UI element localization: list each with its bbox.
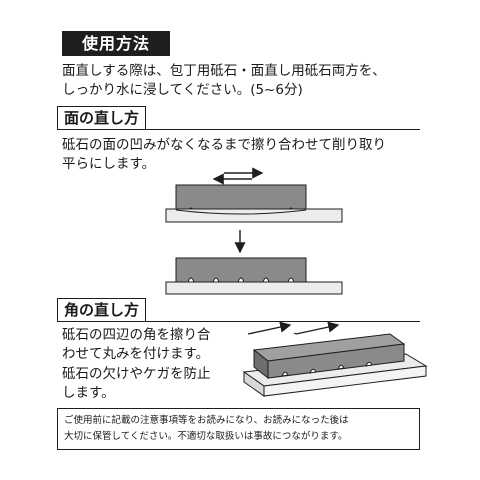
caution-note-line-2: 大切に保管してください。不適切な取扱いは事故につながります。: [64, 431, 348, 442]
face-before-diagram: [165, 167, 343, 223]
caution-note-line-1: ご使用前に記載の注意事項等をお読みになり、お読みになった後は: [64, 415, 349, 426]
double-arrow-icon: [247, 321, 340, 335]
corner-diagram: [242, 321, 428, 397]
lower-stone-flat: [165, 281, 343, 295]
section-corner-line-1: 砥石の四辺の角を擦り合: [62, 327, 211, 343]
section-face-line-2: 平らにします。: [62, 156, 156, 172]
section-corner-line-4: します。: [62, 385, 115, 401]
caution-note: ご使用前に記載の注意事項等をお読みになり、お読みになった後は 大切に保管してくだ…: [57, 408, 420, 450]
face-after-diagram: [165, 257, 343, 295]
intro-line-2: しっかり水に浸してください。(5~6分): [62, 82, 303, 98]
section-corner-line-2: わせて丸みを付けます。: [62, 346, 210, 362]
double-arrow-icon: [212, 167, 264, 185]
section-corner-rule: [57, 321, 420, 322]
section-face-line-1: 砥石の面の凹みがなくなるまで擦り合わせて削り取り: [62, 137, 386, 153]
section-face-heading: 面の直し方: [57, 106, 147, 129]
page-title: 使用方法: [62, 31, 170, 56]
intro-line-1: 面直しする際は、包丁用砥石・面直し用砥石両方を、: [62, 63, 386, 79]
section-corner-line-3: 砥石の欠けやケガを防止: [62, 366, 211, 382]
section-corner-heading: 角の直し方: [57, 298, 147, 321]
lower-stone: [165, 208, 343, 223]
section-face-rule: [57, 129, 420, 130]
